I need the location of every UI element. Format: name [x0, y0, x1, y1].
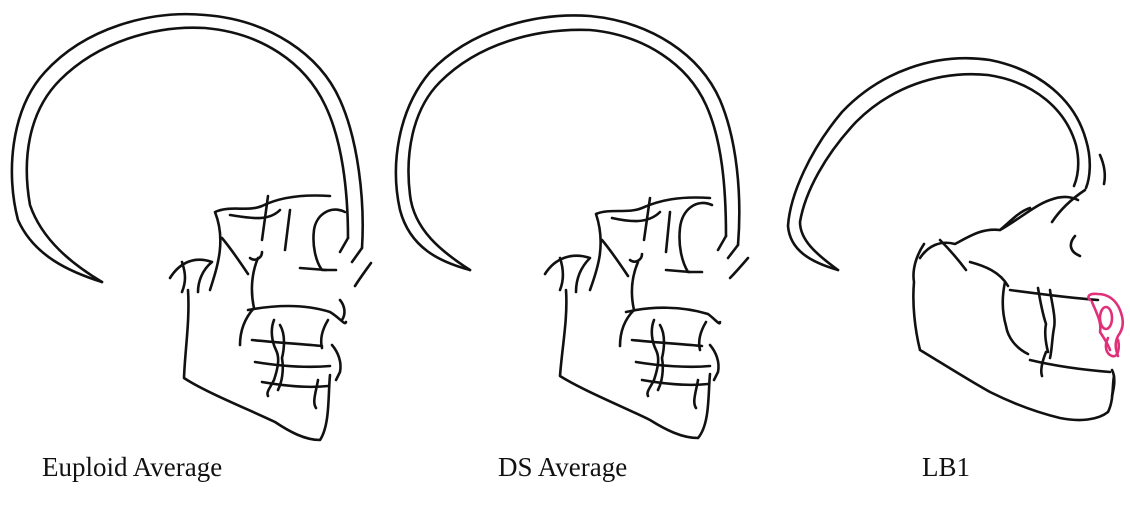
skull-lb1 [788, 58, 1123, 420]
caption-ds-average: DS Average [498, 452, 627, 483]
caption-euploid-average: Euploid Average [42, 452, 222, 483]
skull-ds-average [396, 15, 748, 438]
skull-euploid-average [12, 14, 371, 440]
caption-lb1: LB1 [922, 452, 970, 483]
